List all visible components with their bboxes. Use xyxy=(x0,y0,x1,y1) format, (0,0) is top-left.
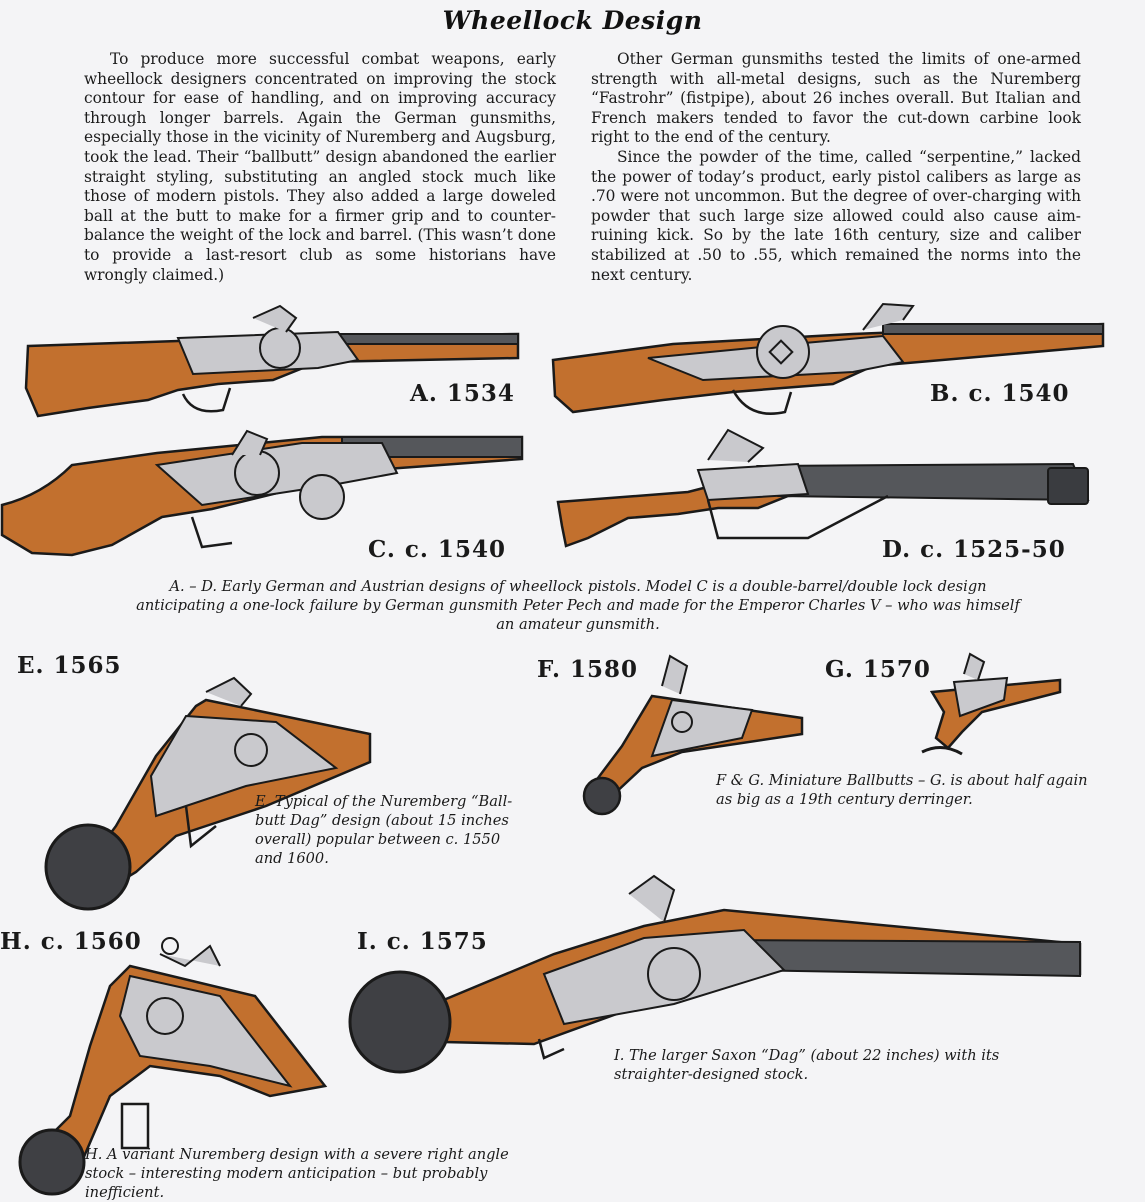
intro-column-right: Other German gunsmiths tested the limits… xyxy=(591,50,1081,285)
pistol-a-illustration xyxy=(24,304,520,418)
paragraph: Other German gunsmiths tested the limits… xyxy=(591,50,1081,147)
label-f: F. 1580 xyxy=(537,656,639,683)
label-d: D. c. 1525-50 xyxy=(882,536,1066,563)
pistol-i-illustration xyxy=(348,874,1082,1074)
caption-f-g: F & G. Miniature Ballbutts – G. is about… xyxy=(716,772,1088,808)
label-h: H. c. 1560 xyxy=(0,928,142,955)
label-e: E. 1565 xyxy=(17,652,122,679)
caption-e: E. Typical of the Nuremberg “Ball-butt D… xyxy=(255,793,513,867)
pistol-d-illustration xyxy=(556,428,1090,548)
pistol-b-illustration xyxy=(551,302,1105,415)
page-title: Wheellock Design xyxy=(442,6,703,35)
caption-a-to-d: A. – D. Early German and Austrian design… xyxy=(136,578,1020,633)
label-c: C. c. 1540 xyxy=(368,536,506,563)
label-a: A. 1534 xyxy=(410,380,515,407)
caption-i: I. The larger Saxon “Dag” (about 22 inch… xyxy=(614,1047,1000,1083)
paragraph: To produce more successful combat weapon… xyxy=(84,50,556,284)
caption-h: H. A variant Nuremberg design with a sev… xyxy=(85,1146,509,1201)
label-b: B. c. 1540 xyxy=(930,380,1070,407)
pistol-e-illustration xyxy=(44,676,372,911)
label-i: I. c. 1575 xyxy=(357,928,488,955)
paragraph: Since the powder of the time, called “se… xyxy=(591,147,1081,284)
pistol-f-illustration xyxy=(582,654,804,816)
intro-column-left: To produce more successful combat weapon… xyxy=(84,50,556,285)
pistol-c-illustration xyxy=(0,429,524,557)
pistol-h-illustration xyxy=(18,937,328,1196)
label-g: G. 1570 xyxy=(825,656,931,683)
pistol-g-illustration xyxy=(921,652,1062,756)
